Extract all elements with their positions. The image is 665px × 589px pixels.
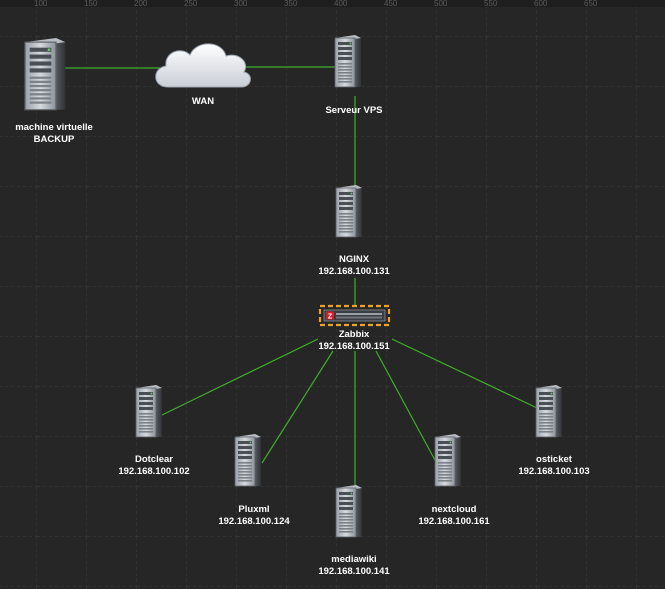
node-label: Pluxml — [238, 504, 269, 515]
links — [65, 66, 538, 487]
node-label: machine virtuelle — [15, 122, 93, 133]
node-label: 192.168.100.161 — [418, 516, 490, 527]
link-zabbix-pluxml[interactable] — [261, 350, 334, 464]
server-tower-icon — [434, 433, 462, 487]
node-label: Dotclear — [135, 454, 173, 465]
node-label: NGINX — [339, 254, 370, 265]
ruler-label: 200 — [134, 0, 148, 8]
ruler-label: 500 — [434, 0, 448, 8]
ruler-label: 400 — [334, 0, 348, 8]
top-ruler: 100 150 200 250 300 350 400 450 500 550 … — [0, 0, 665, 8]
node-label: osticket — [536, 454, 573, 465]
node-label: 192.168.100.141 — [318, 566, 390, 577]
cloud-icon — [155, 43, 251, 88]
server-tower-icon — [135, 384, 163, 438]
ruler-label: 600 — [534, 0, 548, 8]
ruler-label: 450 — [384, 0, 398, 8]
svg-text:Z: Z — [328, 314, 333, 321]
node-label: 192.168.100.124 — [218, 516, 290, 527]
ruler-label: 100 — [34, 0, 48, 8]
node-dotclear[interactable]: Dotclear 192.168.100.102 — [118, 384, 190, 477]
node-label: Zabbix — [339, 329, 370, 340]
ruler-label: 350 — [284, 0, 298, 8]
server-tower-icon — [234, 433, 262, 487]
ruler-label: 650 — [584, 0, 598, 8]
node-label: nextcloud — [432, 504, 477, 515]
server-tower-icon — [334, 34, 362, 88]
node-mediawiki[interactable]: mediawiki 192.168.100.141 — [318, 484, 390, 577]
node-label: 192.168.100.103 — [518, 466, 589, 477]
node-osticket[interactable]: osticket 192.168.100.103 — [518, 384, 590, 477]
ruler-label: 550 — [484, 0, 498, 8]
link-zabbix-osticket[interactable] — [391, 338, 538, 409]
zabbix-switch-icon: Z — [323, 309, 386, 322]
node-label: 192.168.100.131 — [318, 266, 390, 277]
link-zabbix-nextcloud[interactable] — [375, 350, 437, 463]
node-backup[interactable]: machine virtuelle BACKUP — [15, 37, 93, 145]
selection-box — [318, 304, 391, 327]
ruler-label: 150 — [84, 0, 98, 8]
node-label: 192.168.100.151 — [318, 341, 390, 352]
node-label: BACKUP — [34, 134, 75, 145]
node-label: WAN — [192, 96, 214, 107]
ruler-label: 300 — [234, 0, 248, 8]
node-zabbix[interactable]: Z Zabbix 192.168.100.151 — [318, 304, 391, 352]
node-label: 192.168.100.102 — [118, 466, 189, 477]
server-tower-icon — [335, 184, 363, 238]
node-wan[interactable]: WAN — [155, 43, 251, 107]
server-tower-icon — [24, 37, 67, 111]
server-tower-icon — [335, 484, 363, 538]
node-label: Serveur VPS — [325, 105, 382, 116]
node-nginx[interactable]: NGINX 192.168.100.131 — [318, 184, 390, 277]
link-zabbix-dotclear[interactable] — [161, 338, 319, 416]
node-label: mediawiki — [331, 554, 376, 565]
server-tower-icon — [535, 384, 563, 438]
node-pluxml[interactable]: Pluxml 192.168.100.124 — [218, 433, 290, 527]
ruler-label: 250 — [184, 0, 198, 8]
node-vps[interactable]: Serveur VPS — [325, 34, 383, 116]
node-nextcloud[interactable]: nextcloud 192.168.100.161 — [418, 433, 490, 527]
